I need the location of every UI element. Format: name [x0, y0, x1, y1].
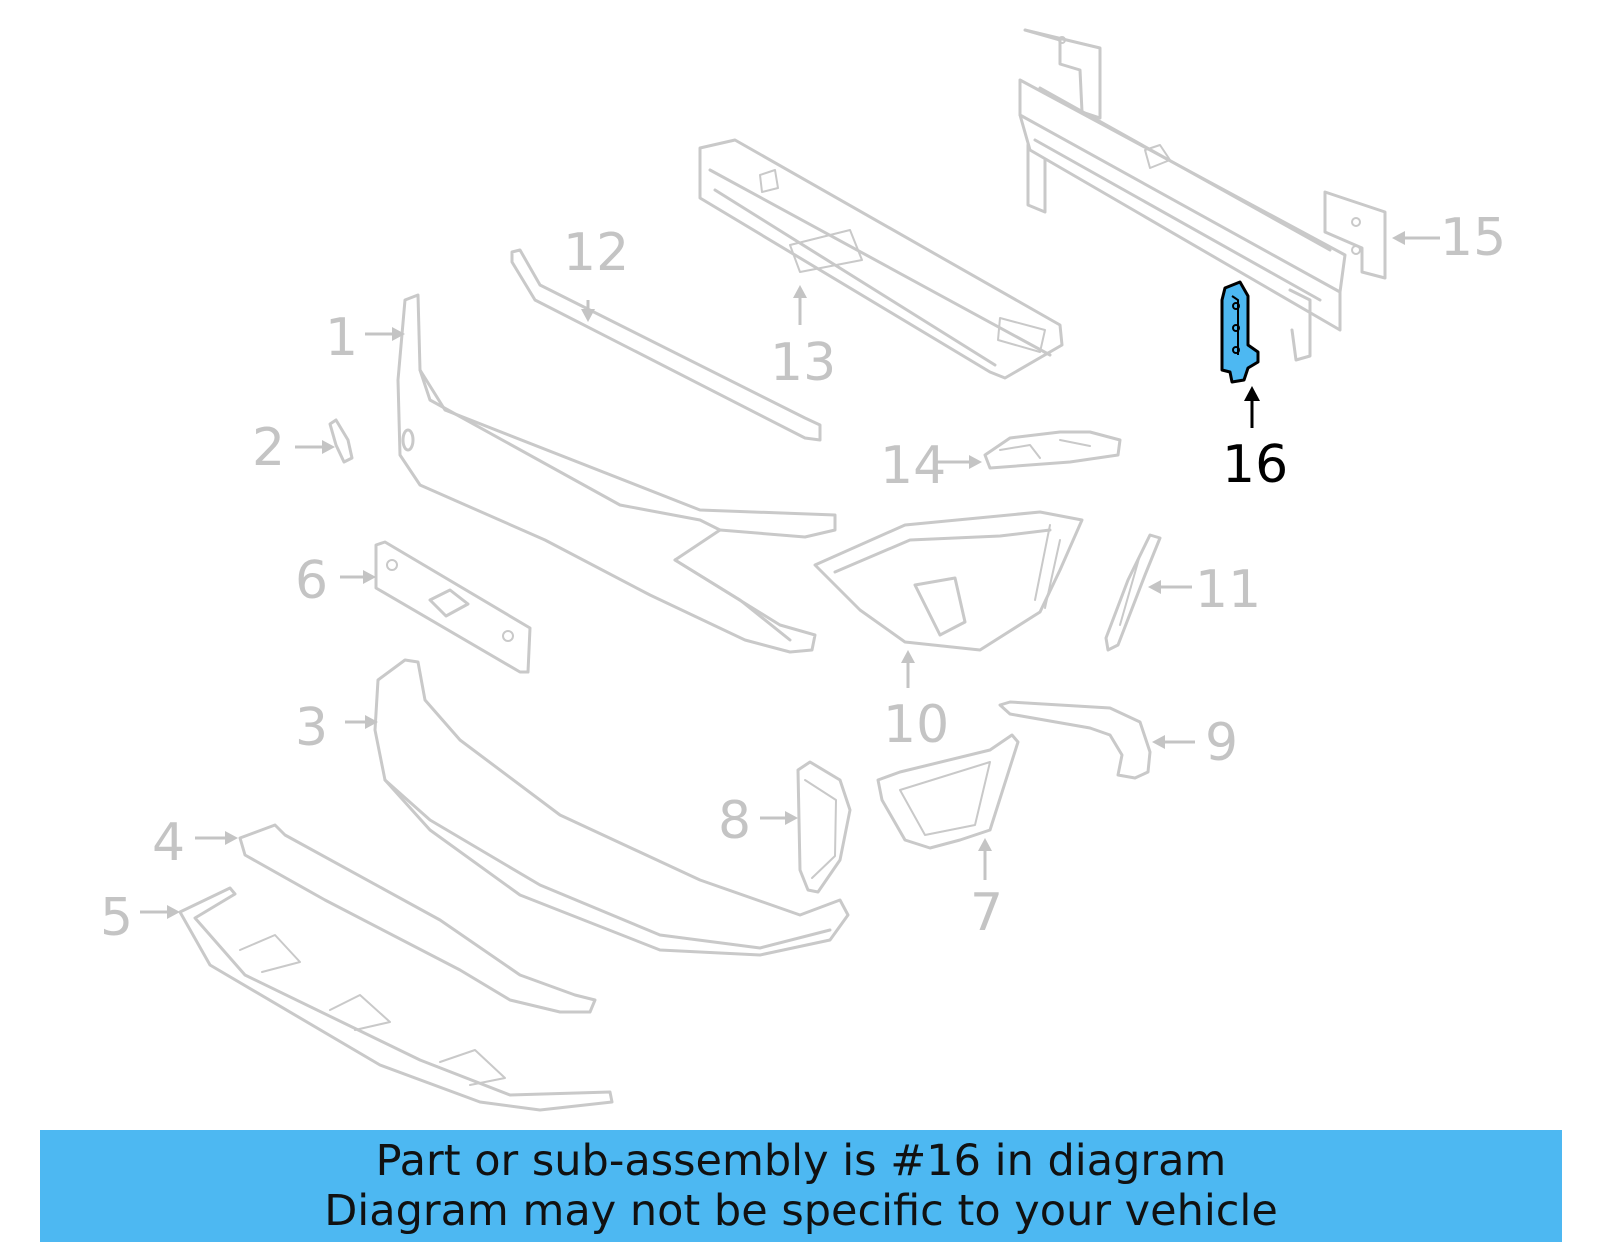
part-2-clip: [328, 418, 354, 464]
banner-line-disclaimer: Diagram may not be specific to your vehi…: [324, 1186, 1278, 1236]
part-6-license-bracket: [374, 540, 532, 674]
part-15-reinforcement-beam: [1018, 28, 1387, 362]
parts-diagram: 1 2 3 4 5 6 7 8 9 10 11 12 13 14 15 16: [100, 28, 1506, 1112]
part-10-fog-housing: [813, 510, 1084, 652]
part-4-lower-strip: [238, 823, 597, 1014]
part-1-bumper-cover: [396, 293, 837, 654]
callout-14: 14: [880, 436, 946, 496]
part-3-lower-grille: [373, 658, 850, 957]
part-11-side-trim: [1104, 533, 1162, 652]
callout-6: 6: [295, 551, 328, 611]
callout-2: 2: [252, 418, 285, 478]
callout-15: 15: [1440, 208, 1506, 268]
callout-10: 10: [883, 695, 949, 755]
callout-12: 12: [563, 223, 629, 283]
part-7-bezel: [876, 733, 1020, 850]
part-8-side-grille: [796, 760, 852, 894]
part-5-skid-plate: [178, 886, 614, 1112]
callout-13: 13: [770, 333, 836, 393]
callout-4: 4: [152, 813, 185, 873]
banner-line-part-number: Part or sub-assembly is #16 in diagram: [375, 1136, 1227, 1186]
callout-9: 9: [1205, 713, 1238, 773]
part-12-trim-strip: [510, 248, 822, 442]
callout-3: 3: [295, 698, 328, 758]
callout-1: 1: [325, 308, 358, 368]
part-14-bracket: [983, 430, 1122, 470]
callout-16: 16: [1222, 435, 1288, 495]
callout-8: 8: [718, 791, 751, 851]
callout-5: 5: [100, 888, 133, 948]
part-16-bracket-highlighted: [1220, 280, 1260, 384]
leader-arrows: [140, 231, 1440, 919]
part-13-energy-absorber: [698, 138, 1064, 380]
info-banner: Part or sub-assembly is #16 in diagram D…: [40, 1130, 1562, 1242]
callout-7: 7: [970, 883, 1003, 943]
part-9-chrome-trim: [998, 700, 1152, 780]
callout-11: 11: [1195, 560, 1261, 620]
